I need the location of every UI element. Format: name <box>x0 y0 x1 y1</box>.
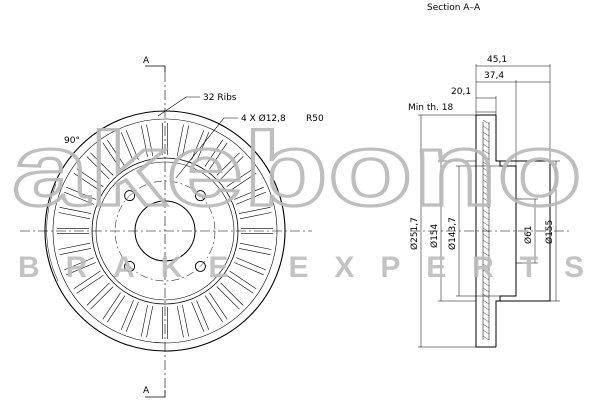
rib-edge <box>177 306 183 337</box>
vane-hatch <box>483 312 489 316</box>
rib-edge <box>182 305 188 336</box>
dim-hat-depth: 37,4 <box>484 71 504 81</box>
rib-edge <box>147 306 153 337</box>
section-mark-top: A <box>143 56 150 66</box>
vane-hatch <box>483 324 489 328</box>
vane-hatch <box>483 318 489 322</box>
vane-hatch <box>483 246 489 250</box>
ribs-label: 32 Ribs <box>203 93 237 103</box>
vane-hatch <box>483 330 489 334</box>
dim-bore-diameter: Ø61 <box>523 225 534 244</box>
dim-total-width: 45,1 <box>487 55 507 65</box>
dim-disc-thickness: 20,1 <box>451 87 471 97</box>
vane-hatch <box>483 240 489 244</box>
vane-hatch <box>483 228 489 232</box>
watermark-logo: akebono <box>12 112 582 228</box>
vane-hatch <box>483 336 489 340</box>
rib-edge <box>192 302 204 332</box>
vane-hatch <box>483 288 489 292</box>
section-arrow-top <box>145 66 165 72</box>
rib-edge <box>126 302 138 332</box>
rib-edge <box>240 243 271 249</box>
rib-edge <box>197 300 209 330</box>
rib-edge <box>59 243 90 249</box>
vane-hatch <box>483 234 489 238</box>
watermark-tagline: BRAKE EXPERTS <box>18 251 584 284</box>
rib-edge <box>141 305 147 336</box>
rib-edge <box>121 300 133 330</box>
section-title: Section A–A <box>427 3 481 13</box>
vane-hatch <box>483 300 489 304</box>
vane-hatch <box>483 306 489 310</box>
akebono-watermark: akebono BRAKE EXPERTS <box>12 112 584 284</box>
section-mark-bottom: A <box>143 386 150 396</box>
